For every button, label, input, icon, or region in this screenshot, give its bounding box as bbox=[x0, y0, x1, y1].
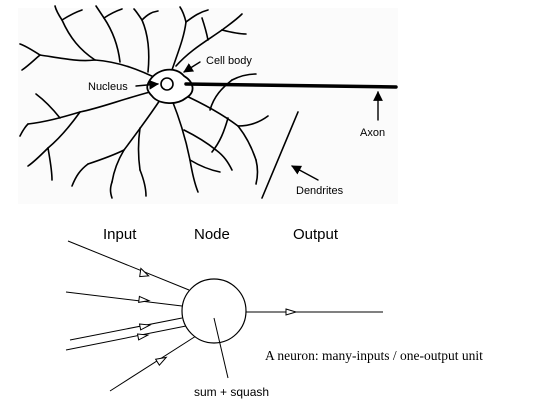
nucleus-circle bbox=[160, 77, 174, 91]
input-arrowhead-1 bbox=[139, 267, 150, 278]
input-line-5 bbox=[109, 335, 197, 392]
input-arrowhead-3 bbox=[138, 323, 152, 331]
output-header: Output bbox=[293, 226, 339, 243]
input-arrowhead-2 bbox=[138, 295, 151, 303]
input-header: Input bbox=[103, 226, 137, 243]
input-line-4 bbox=[65, 325, 187, 351]
input-arrowheads bbox=[136, 267, 168, 367]
axon-line bbox=[184, 82, 398, 89]
neuron-sketch bbox=[19, 5, 398, 199]
input-line-2 bbox=[65, 291, 183, 307]
input-arrowhead-4 bbox=[136, 333, 150, 341]
input-lines bbox=[65, 240, 197, 392]
cell-body-pointer bbox=[183, 61, 201, 73]
input-line-3 bbox=[69, 317, 183, 341]
node-header: Node bbox=[194, 226, 230, 243]
output-arrowhead bbox=[285, 308, 298, 316]
node-label-pointer bbox=[213, 317, 229, 379]
node-circle bbox=[181, 278, 247, 344]
dendrite-branches bbox=[19, 5, 269, 199]
nucleus-label: Nucleus bbox=[88, 81, 128, 93]
cell-body-label: Cell body bbox=[206, 55, 252, 67]
input-arrowhead-5 bbox=[154, 356, 168, 367]
axon-label: Axon bbox=[360, 127, 385, 139]
dendrites-label: Dendrites bbox=[296, 185, 344, 197]
node-label: sum + squash bbox=[194, 385, 269, 399]
nucleus-pointer bbox=[135, 79, 159, 90]
caption: A neuron: many-inputs / one-output unit bbox=[265, 348, 483, 363]
dendrite-segment bbox=[261, 111, 299, 199]
dendrites-pointer bbox=[291, 165, 319, 181]
input-line-1 bbox=[67, 240, 190, 291]
